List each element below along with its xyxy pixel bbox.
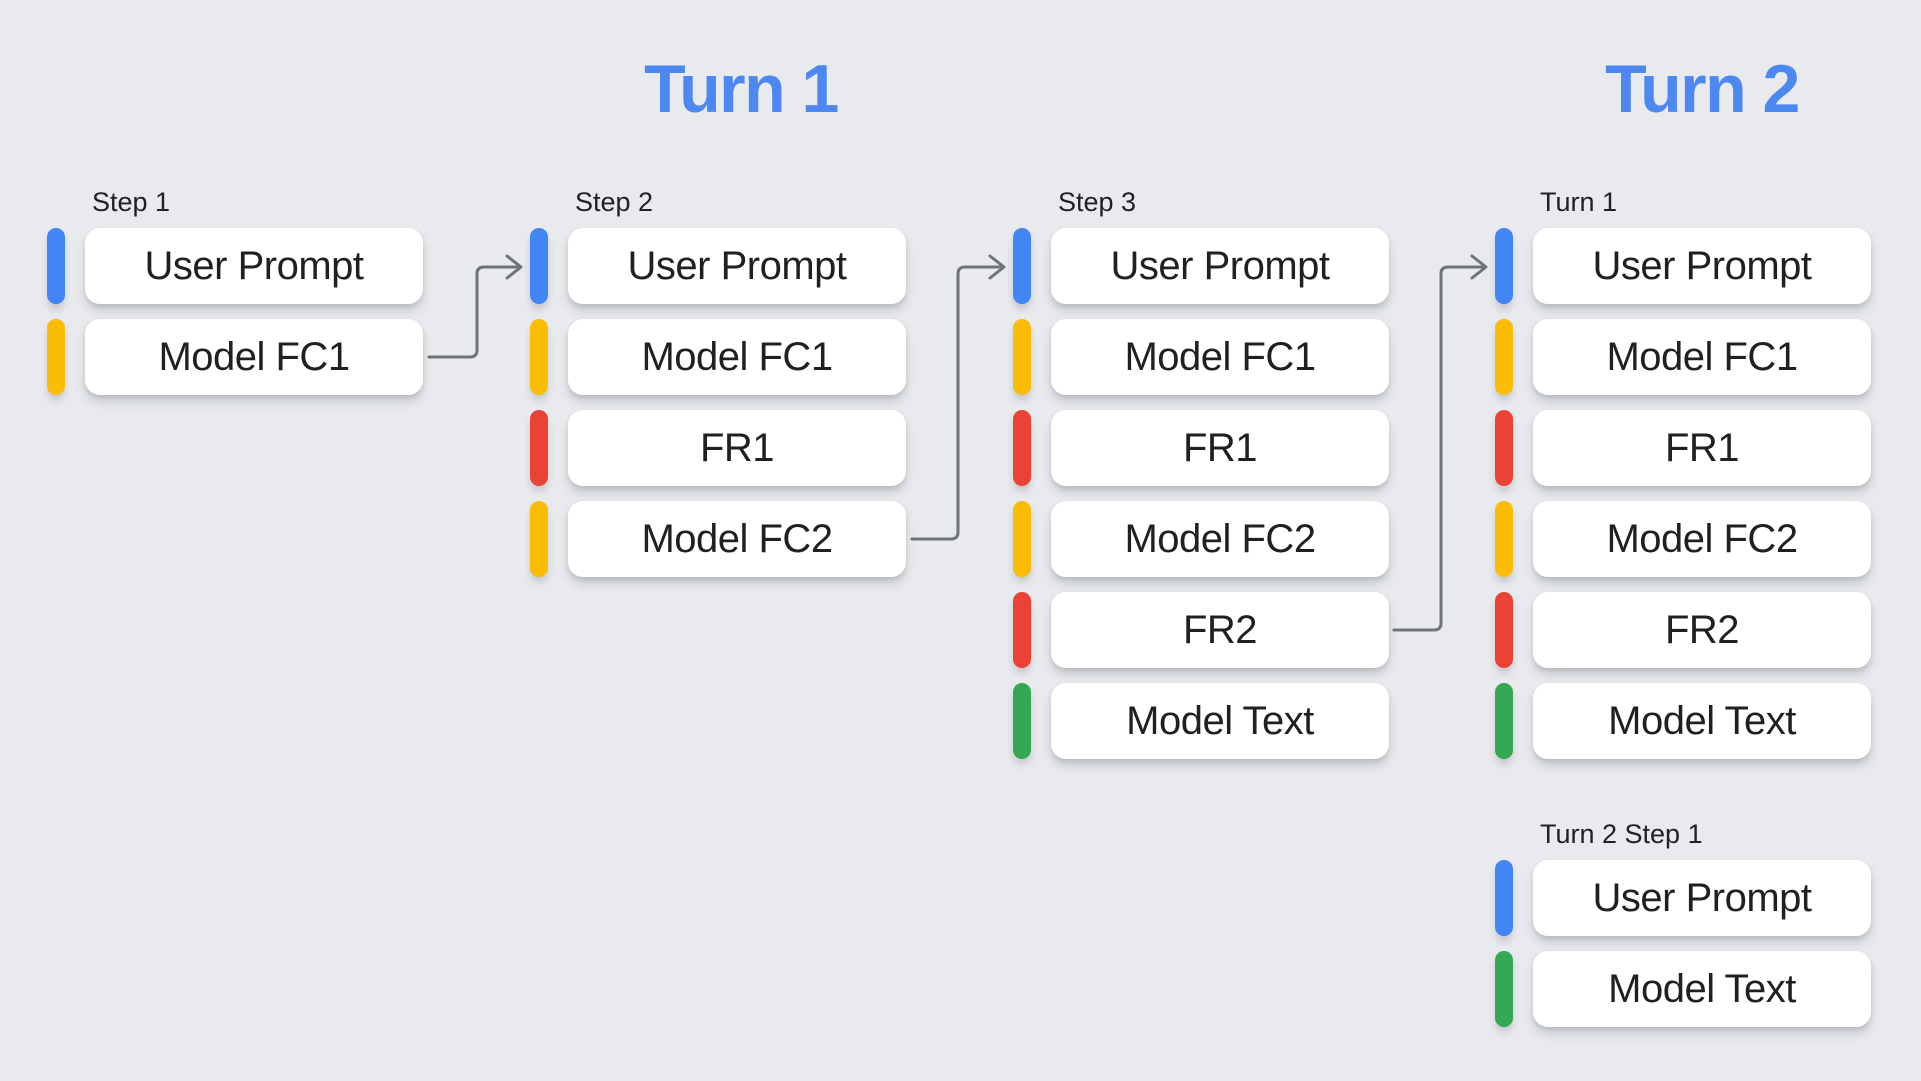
message-card: User Prompt [1533,860,1871,936]
message-type-bar [1013,501,1031,577]
message-type-bar [1013,319,1031,395]
diagram-node: Model FC1 [47,319,423,395]
diagram-node: Model Text [1495,951,1871,1027]
message-type-bar [1495,319,1513,395]
message-type-bar [530,410,548,486]
message-card: Model FC2 [1533,501,1871,577]
message-type-bar [1013,410,1031,486]
message-type-bar [1013,228,1031,304]
column-label: Turn 2 Step 1 [1540,819,1703,849]
column-label: Step 3 [1058,187,1137,217]
diagram-node: Model FC2 [530,501,906,577]
column-turn-1-history: Turn 1 User Prompt Model FC1 FR1 Model F… [1495,188,1871,759]
column-turn-2-step-1: Turn 2 Step 1 User Prompt Model Text [1495,820,1871,1027]
diagram-node: User Prompt [1495,228,1871,304]
diagram-node: Model FC1 [1495,319,1871,395]
column-step-2: Step 2 User Prompt Model FC1 FR1 Model F… [530,188,906,577]
message-type-bar [1495,410,1513,486]
column-label: Step 2 [575,187,654,217]
message-type-bar [1495,951,1513,1027]
message-card: Model Text [1051,683,1389,759]
arrow-step2-to-step3 [910,254,1006,541]
message-card: FR1 [568,410,906,486]
message-type-bar [1495,860,1513,936]
message-card: FR1 [1533,410,1871,486]
column-label: Turn 1 [1540,187,1618,217]
diagram-node: Model FC2 [1495,501,1871,577]
message-card: Model FC2 [1051,501,1389,577]
message-card: Model FC1 [568,319,906,395]
message-type-bar [47,228,65,304]
diagram-node: Model FC1 [530,319,906,395]
diagram-node: Model Text [1495,683,1871,759]
message-card: Model FC1 [1533,319,1871,395]
column-label: Step 1 [92,187,171,217]
message-type-bar [1495,228,1513,304]
message-card: Model FC1 [85,319,423,395]
message-card: Model FC1 [1051,319,1389,395]
diagram-node: Model FC1 [1013,319,1389,395]
message-type-bar [530,501,548,577]
column-step-3: Step 3 User Prompt Model FC1 FR1 Model F… [1013,188,1389,759]
message-type-bar [530,319,548,395]
message-type-bar [1013,683,1031,759]
message-card: User Prompt [1533,228,1871,304]
diagram-node: User Prompt [530,228,906,304]
diagram-node: User Prompt [1013,228,1389,304]
arrow-step1-to-step2 [427,254,523,359]
diagram-node: User Prompt [47,228,423,304]
message-card: Model Text [1533,683,1871,759]
diagram-node: User Prompt [1495,860,1871,936]
diagram-node: Model Text [1013,683,1389,759]
message-type-bar [1495,501,1513,577]
column-step-1: Step 1 User Prompt Model FC1 [47,188,423,395]
message-card: FR2 [1051,592,1389,668]
arrow-step3-to-turn1 [1392,254,1488,632]
message-type-bar [1495,592,1513,668]
message-card: FR2 [1533,592,1871,668]
turn-2-title: Turn 2 [1605,51,1800,127]
message-card: FR1 [1051,410,1389,486]
message-type-bar [47,319,65,395]
message-type-bar [530,228,548,304]
message-type-bar [1495,683,1513,759]
diagram-node: FR1 [1013,410,1389,486]
diagram-node: FR1 [530,410,906,486]
message-card: Model Text [1533,951,1871,1027]
diagram-node: FR2 [1013,592,1389,668]
message-card: User Prompt [85,228,423,304]
message-card: Model FC2 [568,501,906,577]
message-type-bar [1013,592,1031,668]
diagram-node: FR1 [1495,410,1871,486]
message-card: User Prompt [1051,228,1389,304]
diagram-node: FR2 [1495,592,1871,668]
turn-1-title: Turn 1 [644,51,839,127]
message-card: User Prompt [568,228,906,304]
diagram-node: Model FC2 [1013,501,1389,577]
